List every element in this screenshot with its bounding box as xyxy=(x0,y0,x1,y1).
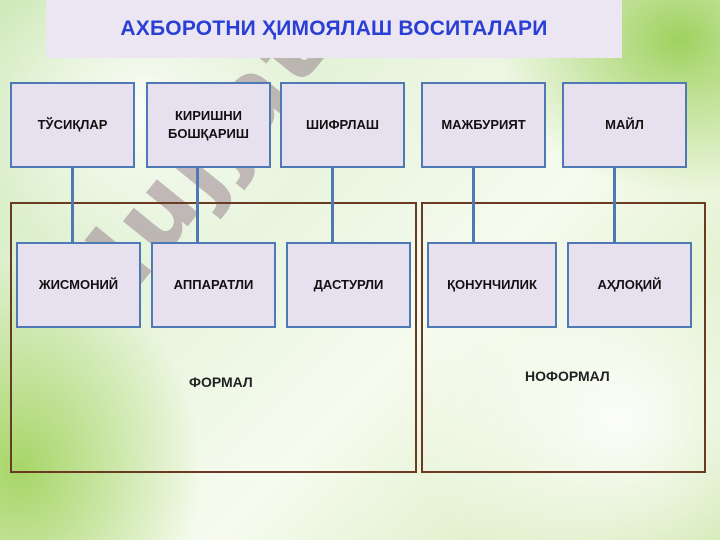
group-informal xyxy=(421,202,706,473)
node-physical: ЖИСМОНИЙ xyxy=(16,242,141,328)
node-barriers: ТЎСИҚЛАР xyxy=(10,82,135,168)
connector-2 xyxy=(196,166,199,244)
node-label: ЖИСМОНИЙ xyxy=(38,277,119,293)
node-access-control: КИРИШНИ БОШҚАРИШ xyxy=(146,82,271,168)
node-label: ДАСТУРЛИ xyxy=(313,277,384,293)
node-ethical: АҲЛОҚИЙ xyxy=(567,242,692,328)
node-obligation: МАЖБУРИЯТ xyxy=(421,82,546,168)
title-banner: АХБОРОТНИ ҲИМОЯЛАШ ВОСИТАЛАРИ xyxy=(46,0,622,58)
page-title: АХБОРОТНИ ҲИМОЯЛАШ ВОСИТАЛАРИ xyxy=(120,17,548,40)
node-label: МАЙЛ xyxy=(605,117,644,133)
connector-3 xyxy=(331,166,334,244)
node-legislative: ҚОНУНЧИЛИК xyxy=(427,242,557,328)
node-hardware: АППАРАТЛИ xyxy=(151,242,276,328)
group-label-formal: ФОРМАЛ xyxy=(189,374,253,390)
node-label: КИРИШНИ БОШҚАРИШ xyxy=(168,108,249,141)
connector-4 xyxy=(472,166,475,244)
node-label: ҚОНУНЧИЛИК xyxy=(447,277,537,293)
node-software: ДАСТУРЛИ xyxy=(286,242,411,328)
node-label: АППАРАТЛИ xyxy=(173,277,254,293)
node-label: МАЖБУРИЯТ xyxy=(441,117,526,133)
group-label-informal: НОФОРМАЛ xyxy=(525,368,610,384)
connector-5 xyxy=(613,166,616,244)
node-label: ШИФРЛАШ xyxy=(306,117,379,133)
node-label: ТЎСИҚЛАР xyxy=(37,117,108,133)
node-label: АҲЛОҚИЙ xyxy=(597,277,662,293)
node-encryption: ШИФРЛАШ xyxy=(280,82,405,168)
node-inclination: МАЙЛ xyxy=(562,82,687,168)
group-formal xyxy=(10,202,417,473)
connector-1 xyxy=(71,166,74,244)
